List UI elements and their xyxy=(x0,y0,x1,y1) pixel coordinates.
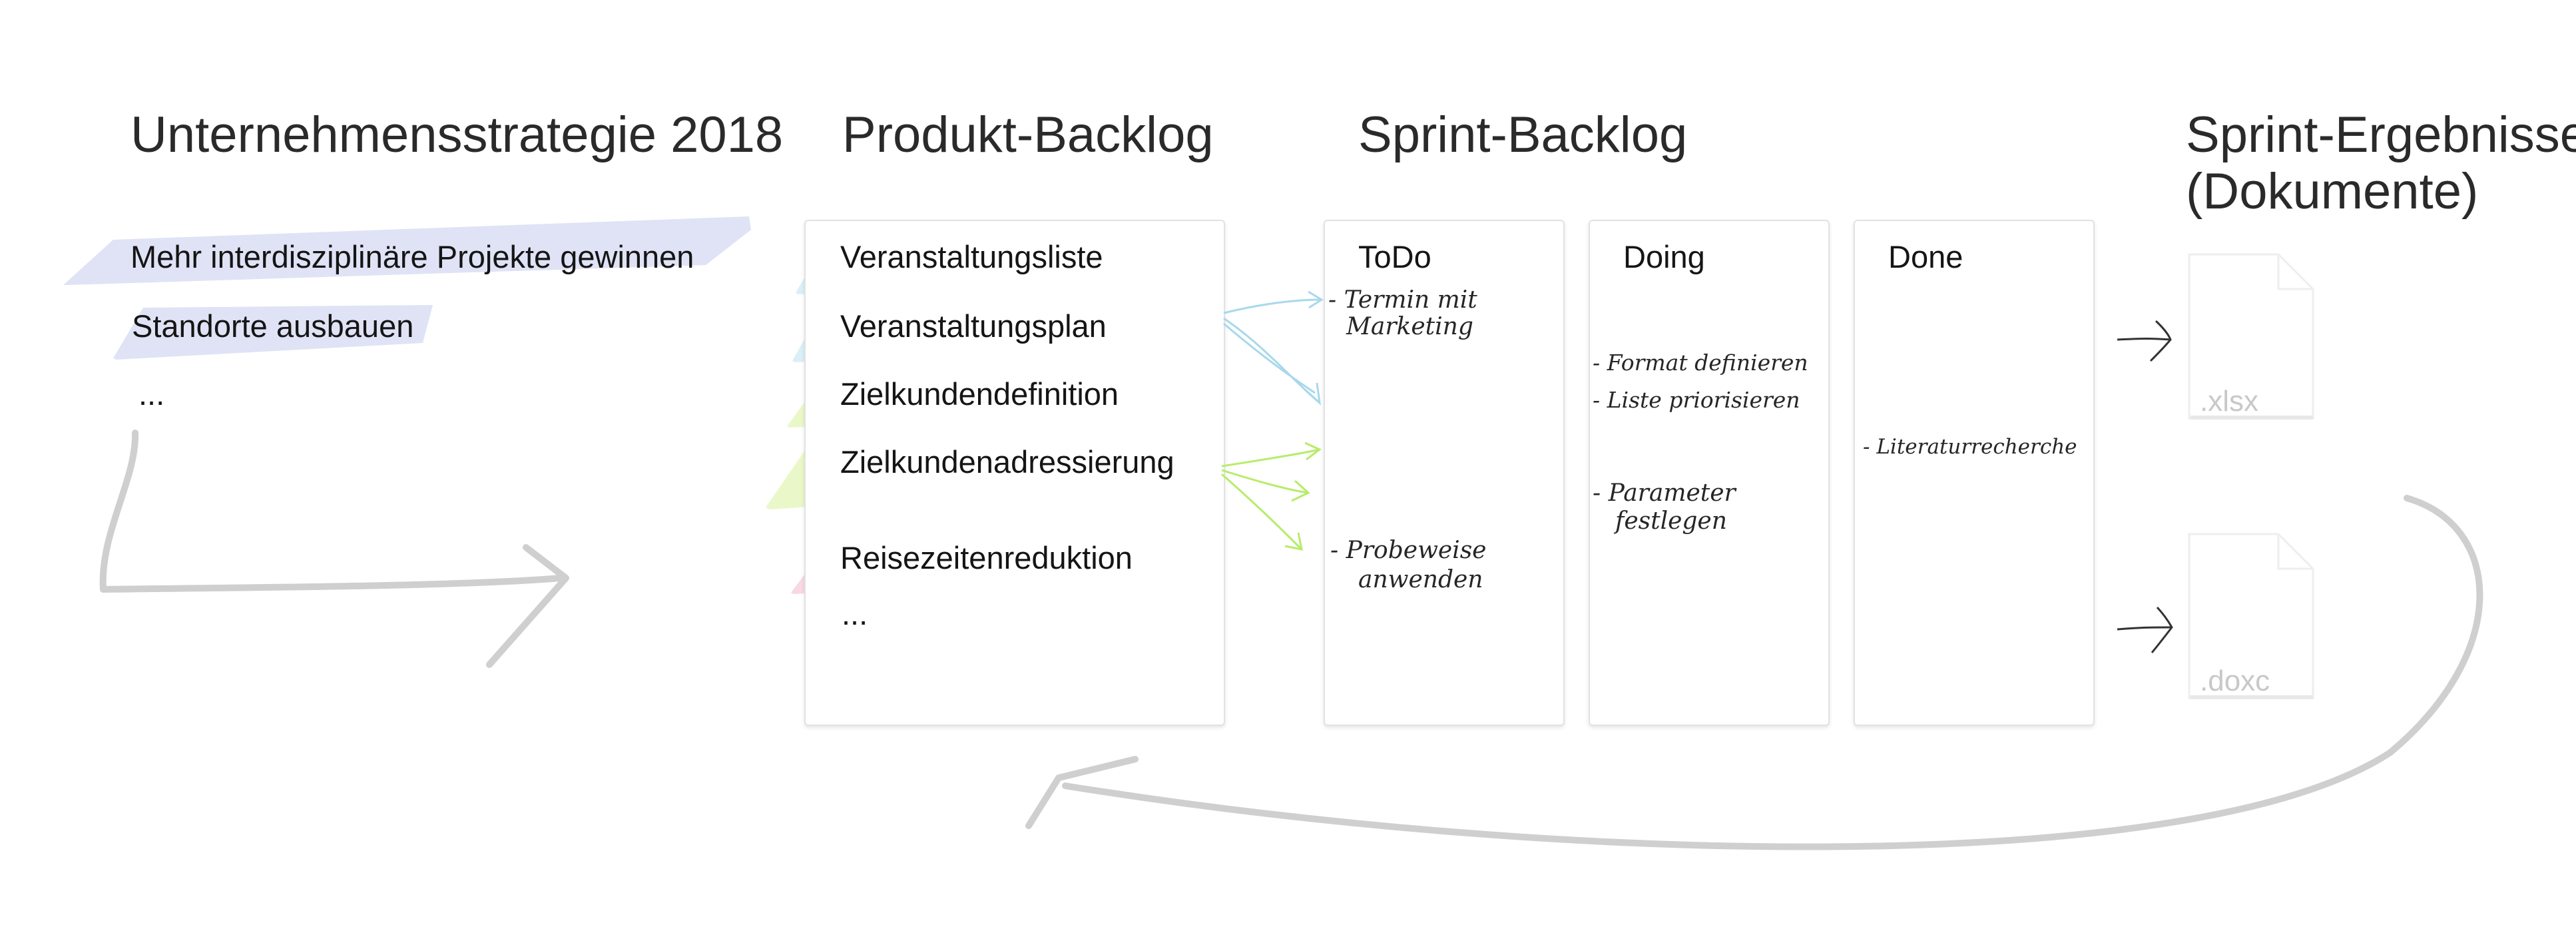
strategy-item: Mehr interdisziplinäre Projekte gewinnen xyxy=(130,239,694,274)
todo-note: Marketing xyxy=(1346,313,1473,340)
document-icon xyxy=(2188,533,2314,699)
doing-column xyxy=(1589,220,1830,726)
sprint-results-heading: Sprint-Ergebnisse (Dokumente) xyxy=(2186,107,2576,220)
sprint-backlog-heading: Sprint-Backlog xyxy=(1358,107,1688,163)
product-backlog-card xyxy=(804,220,1225,726)
product-backlog-heading: Produkt-Backlog xyxy=(842,107,1214,163)
strategy-item: Standorte ausbauen xyxy=(132,308,414,344)
backlog-item: Veranstaltungsplan xyxy=(840,308,1107,344)
done-column-title: Done xyxy=(1888,239,1963,274)
doing-note: - Format definieren xyxy=(1593,350,1808,376)
todo-note: - Termin mit xyxy=(1328,286,1477,314)
done-note: - Literaturrecherche xyxy=(1863,435,2077,459)
doxc-file-icon[interactable]: .doxc xyxy=(2185,531,2316,702)
todo-note: anwenden xyxy=(1358,566,1483,593)
backlog-item: Zielkundendefinition xyxy=(840,376,1119,412)
strategy-highlight-1 xyxy=(63,216,751,285)
doing-note: - Liste priorisieren xyxy=(1593,387,1800,413)
backlog-item: Veranstaltungsliste xyxy=(840,239,1103,274)
doing-note: festlegen xyxy=(1615,507,1727,535)
document-icon xyxy=(2188,253,2314,420)
backlog-item: Zielkundenadressierung xyxy=(840,444,1174,479)
doing-column-title: Doing xyxy=(1623,239,1705,274)
sprint-results-heading-line2: (Dokumente) xyxy=(2186,163,2479,220)
doing-note: - Parameter xyxy=(1593,479,1736,507)
feedback-arrow xyxy=(1062,495,2483,850)
todo-column xyxy=(1324,220,1565,726)
doxc-file-label: .doxc xyxy=(2200,665,2270,697)
done-column xyxy=(1854,220,2095,726)
feedback-arrowhead xyxy=(1025,756,1139,829)
xlsx-file-icon[interactable]: .xlsx xyxy=(2185,252,2316,422)
sprint-results-heading-line1: Sprint-Ergebnisse xyxy=(2186,107,2576,163)
strategy-flow-arrow xyxy=(99,430,564,593)
strategy-flow-arrowhead xyxy=(486,544,569,668)
todo-note: - Probeweise xyxy=(1330,537,1487,564)
xlsx-file-label: .xlsx xyxy=(2200,385,2258,418)
strategy-heading: Unternehmensstrategie 2018 xyxy=(130,107,784,163)
backlog-item: Reisezeitenreduktion xyxy=(840,540,1133,575)
strategy-item: ... xyxy=(138,376,165,412)
backlog-item: ... xyxy=(842,596,868,631)
todo-column-title: ToDo xyxy=(1358,239,1431,274)
strategy-highlight-2 xyxy=(113,305,433,360)
